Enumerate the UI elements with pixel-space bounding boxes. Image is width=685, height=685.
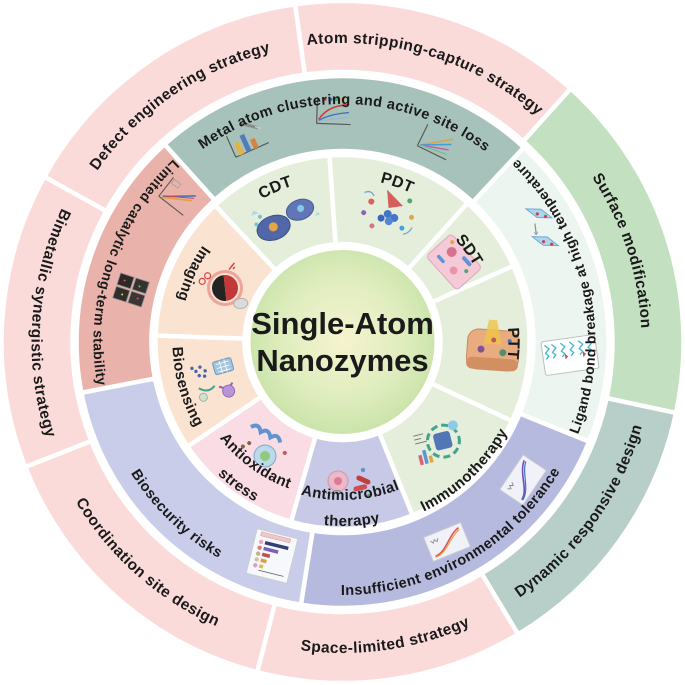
illustrations	[112, 97, 600, 585]
challenges-ring	[74, 73, 611, 611]
tolerance-chart-1-illustration	[498, 454, 548, 506]
clustering-chart-2-illustration	[315, 97, 351, 126]
label-antimicrobial-therapy: therapy	[323, 509, 381, 530]
antioxidant-illustration	[240, 423, 287, 468]
figure-title-line2: Nanozymes	[256, 343, 428, 378]
center-circle	[250, 250, 435, 434]
stability-tem-illustration	[112, 272, 150, 308]
clustering-chart-3-illustration	[416, 123, 455, 161]
sdt-illustration	[427, 234, 481, 290]
clustering-chart-1-illustration	[225, 121, 269, 158]
segment-limited-catalytic-long-term-stability	[74, 142, 217, 396]
immunotherapy-illustration	[413, 420, 461, 466]
imaging-illustration	[198, 262, 249, 309]
cdt-illustration	[251, 198, 321, 242]
label-ptt: PTT	[504, 327, 522, 360]
figure-title-line1: Single-Atom	[251, 306, 434, 341]
biosecurity-bars-illustration	[245, 527, 299, 585]
segment-defect-engineering-strategy	[42, 2, 308, 214]
pdt-illustration	[361, 189, 414, 235]
biosensing-illustration	[190, 357, 236, 402]
antimicrobial-illustration	[324, 467, 372, 499]
ligand-spectra-illustration	[540, 334, 600, 376]
stability-chart-illustration	[158, 176, 196, 216]
applications-ring	[153, 152, 532, 532]
ptt-illustration	[465, 319, 521, 372]
tolerance-chart-2-illustration	[422, 521, 472, 563]
segment-metal-atom-clustering-and-active-site-loss	[162, 73, 527, 205]
ligand-sheets-illustration	[524, 208, 560, 247]
